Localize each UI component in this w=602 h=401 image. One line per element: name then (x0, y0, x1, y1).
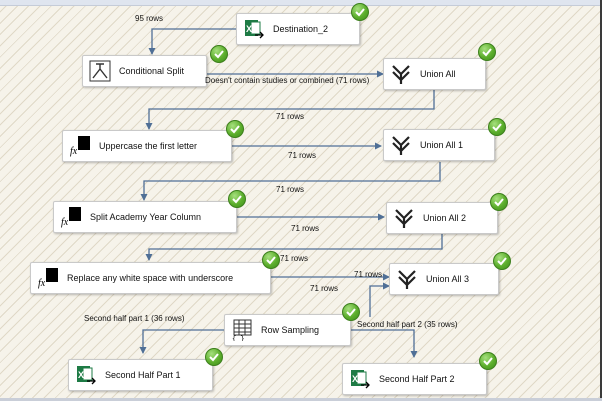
excel-destination-icon: X (77, 366, 96, 385)
success-check-icon (228, 190, 246, 208)
component-label: Second Half Part 2 (379, 374, 455, 384)
success-check-icon (226, 120, 244, 138)
component-label: Second Half Part 1 (105, 370, 181, 380)
path-label: 71 rows (310, 284, 339, 293)
path-union1-to-split-academy[interactable] (140, 162, 441, 201)
success-check-icon (351, 3, 369, 21)
success-check-icon (488, 118, 506, 136)
excel-destination-icon: X (351, 370, 370, 389)
union-all-3-component[interactable]: Union All 3 (389, 263, 499, 295)
component-label: Split Academy Year Column (90, 212, 202, 222)
success-check-icon (479, 352, 497, 370)
path-union-to-uppercase[interactable] (145, 88, 435, 130)
derived-column-icon: fx (70, 136, 90, 157)
horizontal-scrollbar[interactable] (0, 398, 602, 401)
component-label: Union All (420, 69, 456, 79)
path-label: 71 rows (288, 151, 317, 160)
split-academy-year-component[interactable]: fx Split Academy Year Column (53, 201, 237, 233)
component-label: Row Sampling (261, 325, 320, 335)
uppercase-first-letter-component[interactable]: fx Uppercase the first letter (62, 130, 232, 162)
row-sampling-component[interactable]: { } Row Sampling (224, 314, 351, 346)
second-half-part-2-component[interactable]: X Second Half Part 2 (342, 363, 487, 395)
path-label: Second half part 2 (35 rows) (357, 320, 458, 329)
union-all-icon (392, 136, 410, 155)
path-label: Doesn't contain studies or combined (71 … (205, 76, 370, 85)
success-check-icon (342, 303, 360, 321)
union-all-icon (395, 209, 413, 228)
replace-white-space-component[interactable]: fx Replace any white space with undersco… (30, 262, 271, 294)
path-union2-to-replace[interactable] (145, 234, 443, 261)
union-all-1-component[interactable]: Union All 1 (383, 129, 495, 161)
path-label: 95 rows (135, 14, 164, 23)
path-sampling-to-part-2[interactable] (351, 329, 418, 358)
success-check-icon (493, 252, 511, 270)
union-all-component[interactable]: Union All (383, 58, 486, 90)
success-check-icon (205, 348, 223, 366)
svg-text:fx: fx (61, 217, 69, 228)
path-label: 71 rows (291, 224, 320, 233)
path-label: Second half part 1 (36 rows) (84, 314, 185, 323)
path-label: 71 rows (276, 112, 305, 121)
derived-column-icon: fx (38, 268, 58, 289)
svg-text:X: X (352, 374, 358, 384)
component-label: Uppercase the first letter (99, 141, 198, 151)
row-sampling-icon: { } (232, 319, 252, 341)
component-label: Union All 2 (423, 213, 467, 223)
path-split-to-destination[interactable] (148, 28, 236, 55)
destination-2-component[interactable]: X Destination_2 (236, 13, 360, 45)
union-all-icon (398, 270, 416, 289)
excel-destination-icon: X (245, 20, 264, 39)
success-check-icon (210, 45, 228, 63)
second-half-part-1-component[interactable]: X Second Half Part 1 (68, 359, 213, 391)
path-replace-to-union-3-bottom[interactable] (369, 282, 390, 317)
svg-text:{ }: { } (232, 336, 245, 341)
designer-tab-strip (0, 0, 602, 6)
success-check-icon (478, 43, 496, 61)
path-label: 71 rows (276, 185, 305, 194)
union-all-icon (392, 65, 410, 84)
conditional-split-component[interactable]: Conditional Split (82, 55, 207, 87)
path-sampling-to-part-1[interactable] (139, 329, 224, 354)
svg-text:fx: fx (38, 278, 46, 289)
component-label: Union All 3 (426, 274, 470, 284)
path-label: 71 rows (354, 270, 383, 279)
path-label: 71 rows (280, 254, 309, 263)
svg-text:fx: fx (70, 146, 78, 157)
union-all-2-component[interactable]: Union All 2 (386, 202, 498, 234)
conditional-split-icon (89, 60, 111, 82)
window-border (600, 0, 602, 401)
svg-text:X: X (78, 370, 84, 380)
component-label: Conditional Split (119, 66, 185, 76)
success-check-icon (490, 193, 508, 211)
derived-column-icon: fx (61, 207, 81, 228)
success-check-icon (262, 251, 280, 269)
component-label: Replace any white space with underscore (67, 273, 234, 283)
component-label: Destination_2 (273, 24, 329, 34)
svg-text:X: X (246, 24, 252, 34)
component-label: Union All 1 (420, 140, 464, 150)
